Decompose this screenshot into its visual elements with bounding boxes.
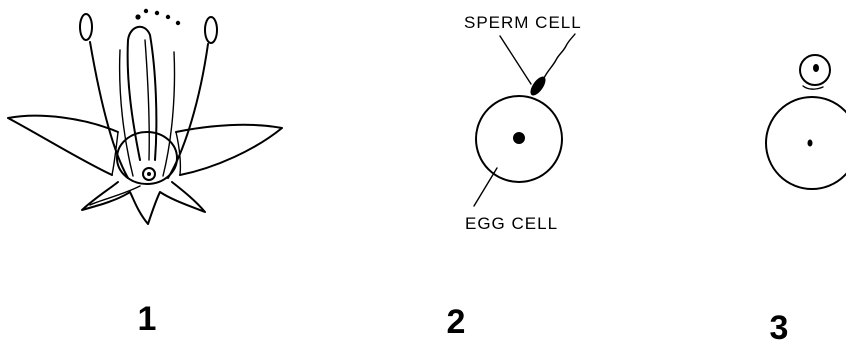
left-petal [8,116,118,175]
zygote-drawing [766,55,846,189]
sperm-head [528,74,549,98]
sepals [82,182,205,224]
right-petal [176,125,282,175]
pistil [128,27,157,160]
left-stamen [90,42,128,178]
sperm-tail [544,34,575,78]
sperm-cell-label: SPERM CELL [464,13,582,32]
panel-number-2: 2 [447,303,466,341]
egg-cell-label: EGG CELL [465,214,558,233]
egg-cell-pointer [474,168,497,206]
zygote-cell [766,97,846,189]
flower-drawing [8,9,282,224]
sperm-cell-pointer [500,36,531,84]
panel-number-3: 3 [770,309,789,341]
egg-nucleus [513,132,525,144]
sperm-egg-drawing: SPERM CELL EGG CELL [464,13,582,233]
ovary [117,132,177,184]
pollen-grains-icon [135,9,180,25]
zygote-nucleus [808,140,813,147]
panel-number-1: 1 [138,300,157,338]
